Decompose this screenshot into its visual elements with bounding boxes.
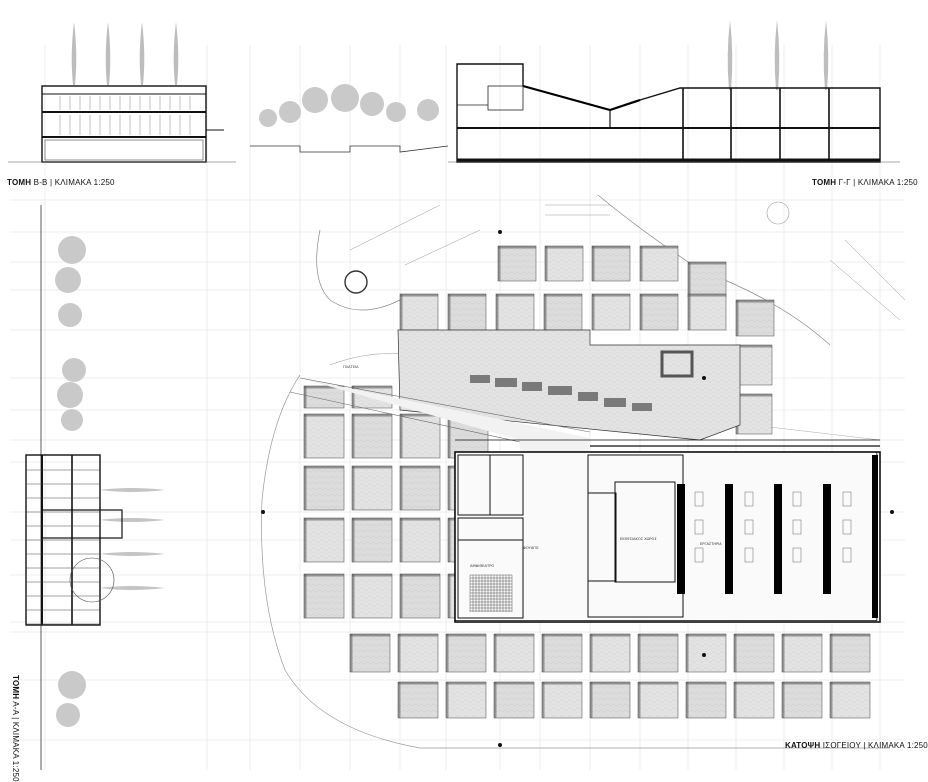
label-exhibition: ΕΚΘΕΣΙΑΚΟΣ ΧΩΡΟΣ bbox=[620, 537, 657, 541]
label-plaza: ΠΛΑΤΕΙΑ bbox=[343, 365, 359, 369]
plan-caption: ΚΑΤΟΨΗ ΙΣΟΓΕΙΟΥ | ΚΛΙΜΑΚΑ 1:250 bbox=[785, 741, 928, 750]
caption-gg-rest: Γ-Γ | ΚΛΙΜΑΚΑ 1:250 bbox=[838, 178, 918, 187]
caption-bb-title: ΤΟΜΗ bbox=[7, 178, 32, 187]
label-amphitheater: ΑΜΦΙΘΕΑΤΡΟ bbox=[470, 564, 494, 568]
caption-aa-title: ΤΟΜΗ bbox=[11, 675, 20, 700]
caption-aa-rest: Α-Α | ΚΛΙΜΑΚΑ 1:250 bbox=[11, 701, 20, 782]
caption-plan-title: ΚΑΤΟΨΗ bbox=[785, 741, 821, 750]
section-aa-caption: ΤΟΜΗ Α-Α | ΚΛΙΜΑΚΑ 1:250 bbox=[11, 675, 20, 782]
ground-floor-site-plan bbox=[261, 194, 906, 749]
caption-plan-rest: ΙΣΟΓΕΙΟΥ | ΚΛΙΜΑΚΑ 1:250 bbox=[822, 741, 928, 750]
cypress-trees bbox=[71, 22, 179, 85]
section-gg-drawing bbox=[250, 20, 900, 163]
section-bb-caption: ΤΟΜΗ Β-Β | ΚΛΙΜΑΚΑ 1:250 bbox=[7, 178, 115, 187]
label-workshops: ΕΡΓΑΣΤΗΡΙΑ bbox=[700, 542, 722, 546]
deciduous-trees bbox=[55, 236, 86, 727]
section-aa-drawing bbox=[25, 205, 165, 770]
label-foyer: ΦΟΥΑΓΙΕ bbox=[523, 546, 539, 550]
section-bb-drawing bbox=[8, 22, 236, 163]
deciduous-trees bbox=[259, 84, 439, 127]
cypress-trees bbox=[100, 488, 165, 590]
caption-bb-rest: Β-Β | ΚΛΙΜΑΚΑ 1:250 bbox=[33, 178, 115, 187]
section-gg-caption: ΤΟΜΗ Γ-Γ | ΚΛΙΜΑΚΑ 1:250 bbox=[812, 178, 918, 187]
cypress-trees bbox=[727, 20, 829, 90]
caption-gg-title: ΤΟΜΗ bbox=[812, 178, 837, 187]
paving-grid bbox=[303, 245, 871, 719]
section-markers bbox=[261, 230, 894, 747]
sculpture-blocks bbox=[470, 350, 694, 411]
